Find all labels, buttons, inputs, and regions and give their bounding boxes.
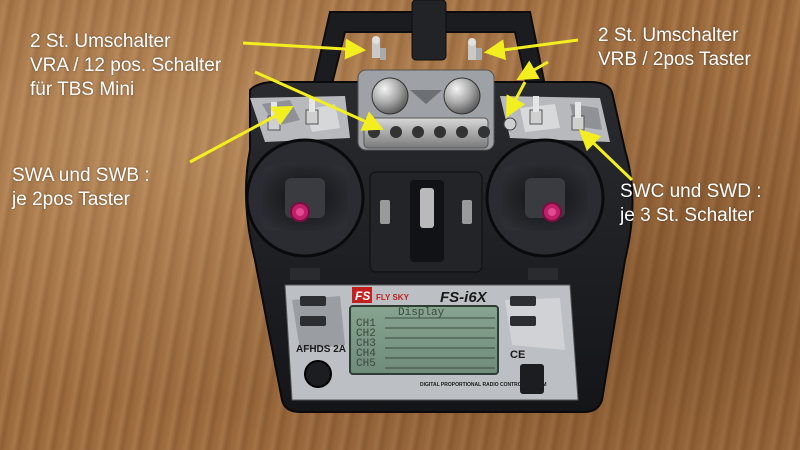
switch-vrb-button[interactable]: [503, 117, 517, 131]
ok-button[interactable]: [510, 296, 536, 306]
brand-name: FLY SKY: [376, 293, 410, 302]
bind-key-button[interactable]: [304, 360, 332, 388]
annotation-line: 2 St. Umschalter: [30, 31, 171, 52]
brand-area: FS FLY SKY FS-i6X AFHDS 2A DIGITAL PROPO…: [296, 287, 547, 388]
annotation-line: VRA / 12 pos. Schalter: [30, 55, 222, 76]
arrow-top-right-a: [483, 38, 579, 61]
lcd-row: CH5: [356, 358, 376, 370]
protocol-label: AFHDS 2A: [296, 344, 346, 355]
carry-handle: [308, 0, 550, 101]
left-switch-plate: [250, 96, 350, 142]
annotation-arrows: [189, 38, 634, 182]
panel-buttons: [300, 296, 544, 394]
center-trim-area: [369, 171, 483, 273]
lcd-row: CH4: [356, 348, 376, 360]
center-control-block: [357, 69, 495, 151]
arrow-mid-right: [578, 129, 634, 182]
annotation-line: SWA und SWB :: [12, 165, 150, 186]
cancel-button[interactable]: [510, 316, 536, 326]
annotation-top-left: 2 St. Umschalter VRA / 12 pos. Schalter …: [30, 30, 221, 102]
annotation-mid-right: SWC und SWD : je 3 St. Schalter: [620, 180, 761, 228]
ce-mark: CE: [510, 349, 525, 361]
right-gimbal[interactable]: [485, 138, 605, 258]
switch-swb[interactable]: [305, 98, 319, 125]
annotation-line: VRB / 2pos Taster: [598, 49, 751, 70]
arrow-mid-left: [189, 106, 294, 164]
annotation-mid-left: SWA und SWB : je 2pos Taster: [12, 164, 150, 212]
lcd-row: CH1: [356, 318, 376, 330]
switch-swc[interactable]: [529, 96, 543, 125]
lcd-row: CH2: [356, 328, 376, 340]
switch-swd[interactable]: [571, 102, 585, 131]
annotation-line: SWC und SWD :: [620, 181, 762, 202]
lcd-screen: Display CH1 CH2 CH3 CH4 CH5: [349, 305, 499, 375]
arrow-top-left-b: [254, 70, 384, 131]
power-switch[interactable]: [520, 364, 544, 394]
annotation-line: 2 St. Umschalter: [598, 25, 739, 46]
up-button[interactable]: [300, 296, 326, 306]
lcd-row: CH3: [356, 338, 376, 350]
center-button-row: [368, 126, 490, 138]
model-name: FS-i6X: [440, 289, 488, 306]
arrow-top-right-b: [516, 60, 549, 81]
vrb-knob[interactable]: [443, 77, 481, 115]
annotation-line: für TBS Mini: [30, 79, 135, 100]
arrow-top-right-c: [506, 81, 527, 118]
right-switch-plate: [500, 96, 610, 142]
vra-knob[interactable]: [371, 77, 409, 115]
annotation-line: je 3 St. Schalter: [620, 205, 755, 226]
arrow-top-left-a: [242, 38, 367, 60]
lcd-label: Display: [398, 307, 445, 319]
annotation-line: je 2pos Taster: [12, 189, 130, 210]
top-switches: [372, 36, 482, 60]
footer-text: DIGITAL PROPORTIONAL RADIO CONTROL SYSTE…: [420, 382, 547, 388]
left-gimbal[interactable]: [245, 138, 365, 258]
down-button[interactable]: [300, 316, 326, 326]
brand-logo: FS: [355, 289, 370, 303]
annotation-top-right: 2 St. Umschalter VRB / 2pos Taster: [598, 24, 751, 72]
